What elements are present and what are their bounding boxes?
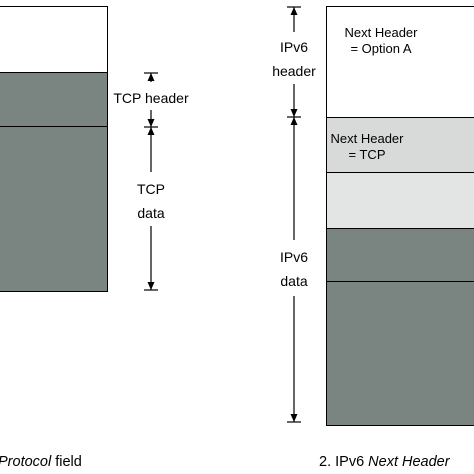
right-caption: 2. IPv6 Next Header [319, 454, 450, 470]
tcp-header-label: TCP header [113, 90, 189, 106]
next-header-tcp-label: Next Header = TCP [328, 131, 406, 163]
left-header-block [0, 6, 108, 73]
ipv6-header-label: IPv6 header [264, 38, 324, 80]
right-caption-italic: Next Header [368, 454, 450, 470]
tcp-data-label-line1: TCP [137, 181, 165, 197]
left-caption-italic: Protocol [0, 454, 52, 470]
left-tcp-header-block [0, 72, 108, 127]
next-header-tcp-block [326, 117, 474, 173]
next-header-tcp-line1: Next Header [330, 131, 404, 146]
ipv6-header-block [326, 6, 474, 118]
left-caption: Protocol field [0, 454, 82, 470]
left-caption-rest: field [51, 454, 82, 470]
ipv6-data-label-line1: IPv6 [279, 249, 308, 265]
next-header-option-a-line1: Next Header [344, 25, 418, 40]
ipv6-header-label-line2: header [272, 63, 316, 79]
next-header-option-a-line2: = Option A [350, 41, 412, 56]
tcp-data-block-upper-right [326, 228, 474, 282]
ipv6-header-label-line1: IPv6 [279, 39, 308, 55]
next-header-tcp-line2: = TCP [348, 147, 386, 162]
right-caption-prefix: 2. IPv6 [319, 454, 369, 470]
tcp-data-label: TCP data [121, 180, 181, 222]
ipv6-data-label: IPv6 data [264, 248, 324, 290]
tcp-data-label-line2: data [137, 205, 165, 221]
tcp-data-block-lower-right [326, 281, 474, 426]
ipv6-data-label-line2: data [280, 273, 308, 289]
left-tcp-data-block [0, 126, 108, 292]
next-header-option-a-label: Next Header = Option A [328, 25, 434, 57]
tcp-header-block-right [326, 172, 474, 229]
